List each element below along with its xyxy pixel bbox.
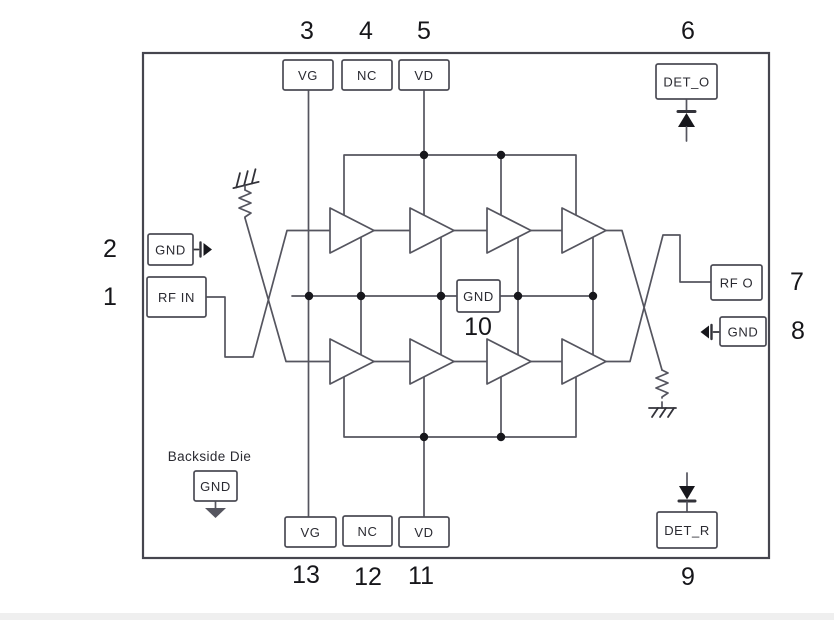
input-termination-wire xyxy=(244,217,331,363)
diode-icon-det-r xyxy=(677,472,697,513)
pad-label-nc-bottom: NC xyxy=(358,524,378,539)
ground-icon-backside xyxy=(205,500,226,518)
pin-number-11: 11 xyxy=(408,562,434,590)
backside-die-label: Backside Die xyxy=(168,449,252,464)
pad-label-gnd-8: GND xyxy=(728,325,759,340)
input-termination xyxy=(232,168,260,219)
junction-dot xyxy=(588,291,598,301)
pad-boxes: VG NC VD DET_O GND RF IN RF O GND GND VG… xyxy=(146,59,767,549)
junction-dot xyxy=(513,291,523,301)
pad-box-nc-top xyxy=(341,59,393,91)
junction-dot xyxy=(419,432,429,442)
resistor-icon-output xyxy=(655,369,669,399)
amplifier-top-1 xyxy=(329,207,375,254)
amplifier-bottom-1 xyxy=(329,338,375,385)
amplifier-top-4 xyxy=(561,207,607,254)
pad-box-nc-bottom xyxy=(342,515,393,547)
rf-in-wire xyxy=(205,229,331,358)
pin-number-4: 4 xyxy=(359,17,373,45)
bottom-bias-rail xyxy=(343,376,577,438)
output-termination-wire xyxy=(605,229,663,371)
pad-box-vg-bottom xyxy=(284,516,337,548)
pad-label-vg-bottom: VG xyxy=(301,525,321,540)
pin-number-8: 8 xyxy=(791,317,805,345)
pad-box-gnd-10 xyxy=(456,279,501,313)
scan-artifact xyxy=(0,613,834,620)
pad-box-backside-gnd xyxy=(193,470,238,502)
pin-numbers: 3 4 5 6 2 1 7 8 10 13 12 11 9 xyxy=(103,17,805,591)
amplifier-row-top xyxy=(329,207,607,254)
pin-number-1: 1 xyxy=(103,283,117,311)
rf-out-wire xyxy=(605,234,712,363)
junction-dot xyxy=(496,432,506,442)
pin-number-6: 6 xyxy=(681,17,695,45)
pin-number-13: 13 xyxy=(292,561,320,589)
junction-dot xyxy=(496,150,506,160)
pad-label-vd-bottom: VD xyxy=(414,525,433,540)
pad-label-nc-top: NC xyxy=(357,68,377,83)
pad-box-rf-o xyxy=(710,264,763,301)
amplifier-bottom-4 xyxy=(561,338,607,385)
pin-number-7: 7 xyxy=(790,268,804,296)
pin-number-10: 10 xyxy=(464,313,492,341)
output-termination xyxy=(648,369,677,418)
pin-number-5: 5 xyxy=(417,17,431,45)
junction-dot xyxy=(419,150,429,160)
pad-box-vd-top xyxy=(398,59,450,91)
ground-icon-output xyxy=(648,407,677,418)
pad-label-backside-gnd: GND xyxy=(200,479,231,494)
pad-box-gnd-2 xyxy=(147,233,194,266)
ground-icon-input xyxy=(232,168,260,190)
pad-label-rf-in: RF IN xyxy=(158,290,195,305)
junction-dot xyxy=(304,291,314,301)
pad-label-vd-top: VD xyxy=(414,68,433,83)
junction-dot xyxy=(436,291,446,301)
junction-dots xyxy=(304,150,598,442)
pin-number-9: 9 xyxy=(681,563,695,591)
die-outline xyxy=(141,51,771,560)
amplifier-row-bottom xyxy=(329,338,607,385)
pad-box-vg-top xyxy=(282,59,334,91)
pad-box-gnd-8 xyxy=(719,316,767,347)
pin-number-3: 3 xyxy=(300,17,314,45)
pad-box-rf-in xyxy=(146,276,207,318)
diode-icon-det-o xyxy=(676,98,697,142)
ground-icon-pin2 xyxy=(192,241,212,258)
pin-number-12: 12 xyxy=(354,563,382,591)
amplifier-top-2 xyxy=(409,207,455,254)
pad-label-rf-o: RF O xyxy=(720,276,753,291)
pad-label-det-r: DET_R xyxy=(664,523,710,538)
pad-label-gnd-2: GND xyxy=(155,243,186,258)
pad-box-det-r xyxy=(656,511,718,549)
pad-label-gnd-10: GND xyxy=(463,289,494,304)
pin-number-2: 2 xyxy=(103,235,117,263)
amplifier-bottom-3 xyxy=(486,338,532,385)
top-bias-rail xyxy=(343,154,577,216)
pad-box-det-o xyxy=(655,63,718,100)
pad-label-det-o: DET_O xyxy=(663,75,709,90)
junction-dot xyxy=(356,291,366,301)
pad-label-vg-top: VG xyxy=(298,68,318,83)
ground-icon-pin8 xyxy=(700,323,721,341)
wiring xyxy=(205,89,712,518)
resistor-icon-input xyxy=(238,189,252,219)
amplifier-bottom-2 xyxy=(409,338,455,385)
pad-box-vd-bottom xyxy=(398,516,450,548)
amplifier-top-3 xyxy=(486,207,532,254)
